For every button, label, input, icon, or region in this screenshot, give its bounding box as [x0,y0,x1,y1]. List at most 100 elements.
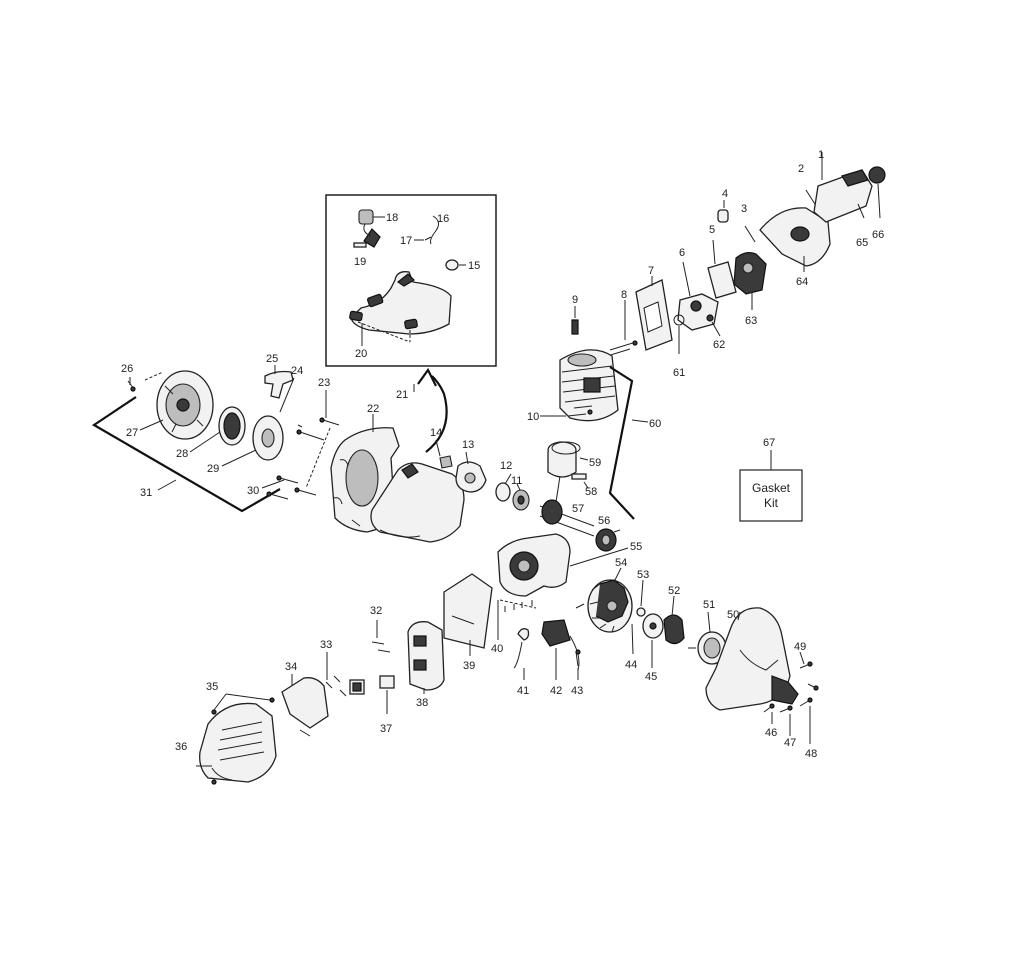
carburetor [733,252,767,295]
part-number-49: 49 [794,641,806,653]
inset-frame [325,194,497,367]
part-number-62: 62 [713,339,725,351]
part-number-43: 43 [571,685,583,697]
part-number-21: 21 [396,389,408,401]
part-number-42: 42 [550,685,562,697]
part-number-35: 35 [206,681,218,693]
starter-bracket-line [91,396,281,513]
part-number-56: 56 [598,515,610,527]
heat-shield [443,573,493,649]
flywheel-clutch-group [587,567,819,744]
part-number-66: 66 [872,229,884,241]
part-number-26: 26 [121,363,133,375]
engine-housing [330,414,465,543]
starter-handle [264,370,294,399]
part-number-27: 27 [126,427,138,439]
part-number-34: 34 [285,661,297,673]
part-number-8: 8 [621,289,627,301]
part-number-46: 46 [765,727,777,739]
spark-plug [571,319,579,335]
part-number-29: 29 [207,463,219,475]
part-number-19: 19 [354,256,366,268]
gasket-kit-line2: Kit [764,496,779,510]
fuel-filter [363,228,381,248]
part-number-7: 7 [648,265,654,277]
part-number-60: 60 [649,418,661,430]
part-number-38: 38 [416,697,428,709]
part-number-23: 23 [318,377,330,389]
part-number-25: 25 [266,353,278,365]
spark-plug-boot [439,455,453,469]
piston [547,452,577,478]
fuel-tank-housing [370,462,465,543]
part-number-22: 22 [367,403,379,415]
part-number-63: 63 [745,315,757,327]
muffler [407,621,445,691]
part-number-47: 47 [784,737,796,749]
part-number-9: 9 [572,294,578,306]
part-number-15: 15 [468,260,480,272]
cover-knob [868,166,886,184]
muffler-bracket [281,677,329,729]
part-number-57: 57 [572,503,584,515]
part-number-39: 39 [463,660,475,672]
part-number-48: 48 [805,748,817,760]
part-number-32: 32 [370,605,382,617]
part-number-2: 2 [798,163,804,175]
clutch [663,614,685,645]
cylinder-bracket-line [608,366,635,520]
fuel-tank [350,271,452,335]
part-number-labels: 1 2 3 4 5 6 7 8 9 10 11 12 13 14 15 16 1… [121,149,884,760]
part-number-16: 16 [437,213,449,225]
part-number-11: 11 [511,475,522,487]
part-number-41: 41 [517,685,529,697]
part-number-4: 4 [722,188,728,200]
ignition-parts [435,439,487,493]
part-number-61: 61 [673,367,685,379]
part-number-65: 65 [856,237,868,249]
part-number-3: 3 [741,203,747,215]
part-number-31: 31 [140,487,152,499]
part-number-59: 59 [589,457,601,469]
part-number-45: 45 [645,671,657,683]
fuel-filter-element [717,209,729,223]
part-number-37: 37 [380,723,392,735]
primer-bulb [358,209,374,225]
part-number-53: 53 [637,569,649,581]
fuel-cap-vent [445,259,459,271]
part-number-52: 52 [668,585,680,597]
carburetor-group [635,152,886,354]
part-number-51: 51 [703,599,715,611]
part-number-10: 10 [527,411,539,423]
ignition-module-group [443,573,585,680]
part-number-30: 30 [247,485,259,497]
part-number-12: 12 [500,460,512,472]
part-number-13: 13 [462,439,474,451]
part-number-14: 14 [430,427,442,439]
part-number-17: 17 [400,235,412,247]
part-number-24: 24 [291,365,303,377]
inset-pointer-arrow [413,367,448,453]
part-number-33: 33 [320,639,332,651]
engine-core [495,300,649,640]
part-number-5: 5 [709,224,715,236]
part-number-18: 18 [386,212,398,224]
muffler-group [196,620,445,785]
ignition-module [541,619,571,647]
part-number-50: 50 [727,609,739,621]
part-number-20: 20 [355,348,367,360]
carb-adapter [677,293,719,331]
muffler-cover [199,702,277,783]
fuel-tank-inset [325,194,497,367]
gasket-kit-line1: Gasket [752,481,791,495]
carb-gasket [707,261,737,299]
crankshaft [541,499,563,525]
starter-assembly [91,365,340,513]
part-number-44: 44 [625,659,637,671]
part-number-67: 67 [763,437,775,449]
part-number-6: 6 [679,247,685,259]
part-number-58: 58 [585,486,597,498]
part-number-36: 36 [175,741,187,753]
